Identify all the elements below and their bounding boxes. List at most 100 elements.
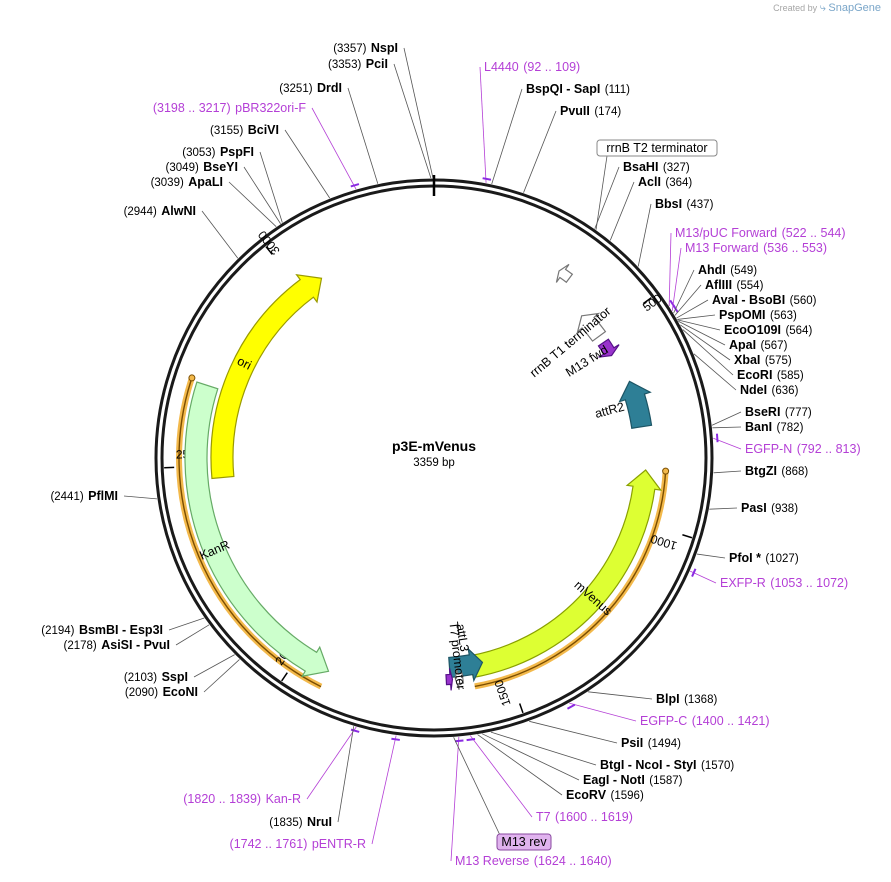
site-label-drdi[interactable]: (3251) DrdI — [279, 79, 342, 96]
tick-1500 — [518, 703, 524, 714]
site-label-egfp-c[interactable]: EGFP-C (1400 .. 1421) — [640, 712, 770, 729]
site-name: AflIII — [705, 278, 732, 292]
site-label-psii[interactable]: PsiI (1494) — [621, 734, 681, 751]
leader-egfp-c — [569, 702, 637, 722]
site-label-nspi[interactable]: (3357) NspI — [333, 39, 398, 56]
boxed-label-rrnb-t2-terminator[interactable]: rrnB T2 terminator — [606, 141, 707, 155]
site-label-pvuii[interactable]: PvuII (174) — [560, 102, 621, 119]
site-label-avai-bsobi[interactable]: AvaI - BsoBI (560) — [712, 291, 817, 308]
site-label-pbr322ori-f[interactable]: (3198 .. 3217) pBR322ori-F — [153, 99, 307, 116]
site-label-ecoo109i[interactable]: EcoO109I (564) — [724, 321, 812, 338]
site-label-l4440[interactable]: L4440 (92 .. 109) — [484, 58, 580, 75]
leader-btgzi — [713, 470, 742, 474]
site-label-acli[interactable]: AclI (364) — [638, 173, 692, 190]
feature-rrnb-t2-terminator-arrow[interactable] — [555, 263, 574, 284]
tick-1000 — [682, 534, 693, 539]
site-label-nrui[interactable]: (1835) NruI — [269, 813, 332, 830]
site-position: (1494) — [648, 738, 681, 750]
leader-bbsi — [637, 203, 652, 267]
leader-pcii — [393, 63, 432, 179]
site-label-alwni[interactable]: (2944) AlwNI — [124, 202, 196, 219]
site-label-blpi[interactable]: BlpI (1368) — [656, 690, 717, 707]
site-label-ahdi[interactable]: AhdI (549) — [698, 261, 757, 278]
site-label-pflmi[interactable]: (2441) PflMI — [50, 487, 118, 504]
leader-bani — [712, 426, 742, 429]
site-label-bseri[interactable]: BseRI (777) — [745, 403, 812, 420]
site-position: (1600 .. 1619) — [555, 810, 633, 824]
leader-rrnb-t2-terminator — [595, 155, 608, 230]
site-label-bani[interactable]: BanI (782) — [745, 418, 804, 435]
site-label-pasi[interactable]: PasI (938) — [741, 499, 798, 516]
feature-kanr-arrow[interactable] — [184, 381, 330, 678]
site-label-bspqi-sapi[interactable]: BspQI - SapI (111) — [526, 80, 630, 97]
tick-label-1000: 1000 — [649, 532, 679, 553]
leader-apali — [228, 181, 277, 227]
site-position: (1742 .. 1761) — [230, 837, 308, 851]
site-label-ndei[interactable]: NdeI (636) — [740, 381, 799, 398]
site-label-m13-puc-forward[interactable]: M13/pUC Forward (522 .. 544) — [675, 224, 846, 241]
site-position: (3053) — [182, 147, 215, 159]
feature-rrnb-t1-terminator-arrow[interactable] — [576, 312, 607, 342]
site-position: (111) — [605, 84, 630, 96]
site-label-ecori[interactable]: EcoRI (585) — [737, 366, 804, 383]
site-label-bsmbi-esp3i[interactable]: (2194) BsmBI - Esp3I — [41, 621, 163, 638]
site-label-exfp-r[interactable]: EXFP-R (1053 .. 1072) — [720, 574, 848, 591]
leader-econi — [203, 659, 240, 693]
site-label-m13-forward[interactable]: M13 Forward (536 .. 553) — [685, 239, 827, 256]
site-name: EXFP-R — [720, 576, 766, 590]
site-label-apali[interactable]: (3039) ApaLI — [151, 173, 223, 190]
leader-pspfi — [259, 151, 283, 223]
leader-m13-rev — [453, 737, 508, 851]
site-label-eagi-noti[interactable]: EagI - NotI (1587) — [583, 771, 683, 788]
site-label-kan-r[interactable]: (1820 .. 1839) Kan-R — [183, 790, 301, 807]
site-label-sspi[interactable]: (2103) SspI — [124, 668, 188, 685]
site-position: (1368) — [684, 694, 717, 706]
site-position: (1587) — [649, 775, 682, 787]
site-position: (554) — [737, 280, 764, 292]
site-label-m13-reverse[interactable]: M13 Reverse (1624 .. 1640) — [455, 852, 612, 869]
feature-attr2-arrow[interactable] — [618, 380, 653, 429]
site-label-apai[interactable]: ApaI (567) — [729, 336, 788, 353]
leader-sspi — [193, 654, 235, 678]
site-label-bseyi[interactable]: (3049) BseYI — [166, 158, 238, 175]
site-label-bcivi[interactable]: (3155) BciVI — [210, 121, 279, 138]
leader-m13-forward — [671, 247, 682, 311]
site-position: (2103) — [124, 672, 157, 684]
leader-btgi-ncoi-styi — [490, 731, 597, 766]
site-label-pcii[interactable]: (3353) PciI — [328, 55, 388, 72]
site-label-t7[interactable]: T7 (1600 .. 1619) — [536, 808, 633, 825]
site-label-pfoi[interactable]: PfoI * (1027) — [729, 549, 799, 566]
site-label-egfp-n[interactable]: EGFP-N (792 .. 813) — [745, 440, 861, 457]
leader-pasi — [709, 507, 738, 510]
site-position: (782) — [777, 422, 804, 434]
site-label-pspfi[interactable]: (3053) PspFI — [182, 143, 254, 160]
site-name: PasI — [741, 501, 767, 515]
site-label-econi[interactable]: (2090) EcoNI — [125, 683, 198, 700]
site-position: (3357) — [333, 43, 366, 55]
site-label-xbai[interactable]: XbaI (575) — [734, 351, 792, 368]
site-label-btgi-ncoi-styi[interactable]: BtgI - NcoI - StyI (1570) — [600, 756, 734, 773]
boxed-label-m13-rev[interactable]: M13 rev — [501, 835, 547, 849]
feature-m13-rev-arrow[interactable] — [445, 668, 454, 691]
site-label-bbsi[interactable]: BbsI (437) — [655, 195, 714, 212]
site-label-btgzi[interactable]: BtgZI (868) — [745, 462, 808, 479]
feature-m13-fwd-arrow[interactable] — [597, 338, 620, 358]
site-label-pentr-r[interactable]: (1742 .. 1761) pENTR-R — [230, 835, 366, 852]
site-position: (560) — [790, 295, 817, 307]
site-label-pspomi[interactable]: PspOMI (563) — [719, 306, 797, 323]
site-label-afliii[interactable]: AflIII (554) — [705, 276, 764, 293]
leader-pentr-r — [371, 735, 397, 845]
site-label-bsahi[interactable]: BsaHI (327) — [623, 158, 690, 175]
feature-t7-promoter-arrow[interactable] — [454, 667, 465, 690]
site-label-asisi-pvui[interactable]: (2178) AsiSI - PvuI — [64, 636, 170, 653]
site-name: L4440 — [484, 60, 519, 74]
leader-ecorv — [477, 734, 563, 796]
leader-bsmbi-esp3i — [168, 617, 205, 631]
leader-kan-r — [306, 726, 357, 800]
site-name: pENTR-R — [312, 837, 366, 851]
site-position: (1400 .. 1421) — [692, 714, 770, 728]
site-label-ecorv[interactable]: EcoRV (1596) — [566, 786, 644, 803]
leader-ahdi — [673, 269, 695, 314]
feature-ori-arrow[interactable] — [210, 274, 323, 480]
leader-ecori — [682, 329, 734, 376]
